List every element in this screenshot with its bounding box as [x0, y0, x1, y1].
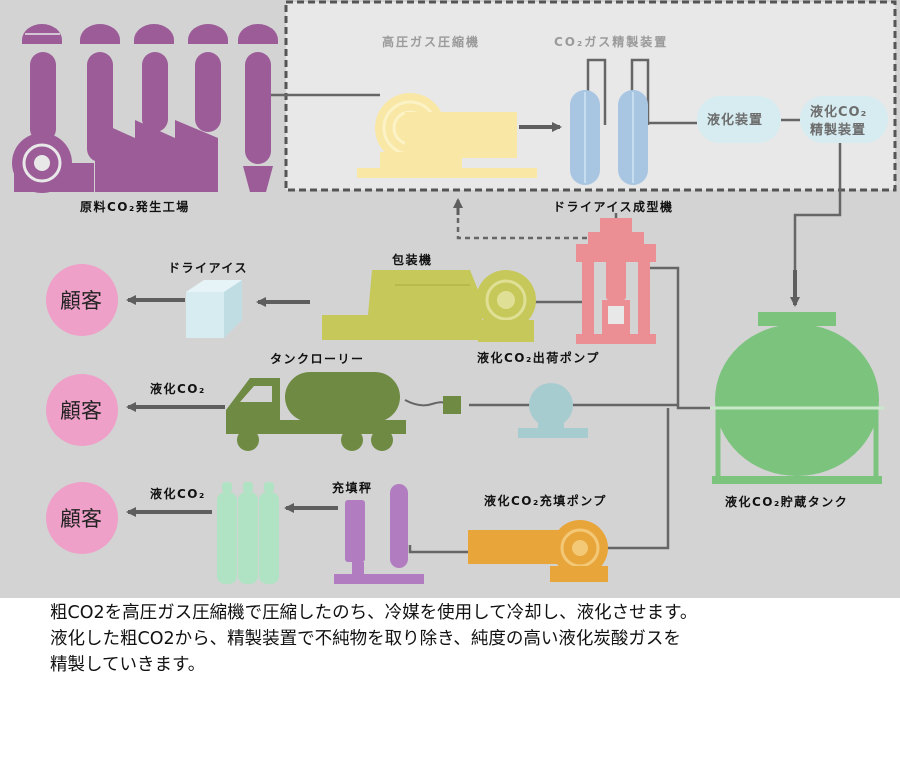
flow-arrows [126, 122, 800, 517]
filling-scale-icon [334, 484, 424, 584]
customer-label-3: 顧客 [60, 507, 102, 531]
liquid-purifier-box [800, 96, 888, 143]
caption-line-2: 液化した粗CO2から、精製装置で不純物を取り除き、純度の高い液化炭酸ガスを [50, 629, 681, 649]
packaging-label: 包装機 [391, 252, 433, 267]
lorry-valve-icon [443, 396, 461, 414]
customer-circle-2: 顧客 [46, 374, 118, 446]
shipping-pump-label: 液化CO₂出荷ポンプ [477, 350, 600, 365]
co2-cylinders-icon [217, 482, 279, 584]
storage-tank-label: 液化CO₂貯蔵タンク [725, 494, 848, 509]
customer-circle-3: 顧客 [46, 482, 118, 554]
dry-ice-press-label: ドライアイス成型機 [553, 199, 674, 214]
co2-purifier-label: CO₂ガス精製装置 [554, 34, 668, 49]
raw-co2-plant-label: 原料CO₂発生工場 [80, 199, 190, 214]
filling-pump-label: 液化CO₂充填ポンプ [484, 493, 607, 508]
liquid-co2-lorry-label: 液化CO₂ [150, 381, 206, 396]
compressor-label: 高圧ガス圧縮機 [382, 34, 480, 49]
liquid-purifier-label-line2: 精製装置 [810, 122, 866, 138]
liquefier-box [697, 96, 781, 143]
dry-ice-label: ドライアイス [168, 261, 248, 275]
tank-lorry-label: タンクローリー [270, 352, 365, 366]
description-caption: 粗CO2を高圧ガス圧縮機で圧縮したのち、冷媒を使用して冷却し、液化させます。 液… [50, 600, 890, 678]
liquid-co2-cylinders-label: 液化CO₂ [150, 486, 206, 501]
customer-label-2: 顧客 [60, 399, 102, 423]
lorry-window-icon [240, 386, 272, 402]
raw-co2-factory-icon [12, 24, 278, 193]
dry-ice-press-icon [576, 218, 656, 344]
caption-line-3: 精製していきます。 [50, 655, 206, 675]
tank-lorry-icon [226, 372, 406, 451]
compressor-icon [357, 93, 537, 178]
shipping-pump-icon [518, 383, 588, 438]
storage-tank-icon [710, 312, 884, 484]
co2-purifier-icon [570, 90, 648, 185]
liquefier-label: 液化装置 [707, 112, 763, 128]
liquid-purifier-label-line1: 液化CO₂ [810, 104, 867, 120]
filling-scale-label: 充填秤 [332, 480, 373, 495]
caption-line-1: 粗CO2を高圧ガス圧縮機で圧縮したのち、冷媒を使用して冷却し、液化させます。 [50, 603, 698, 623]
filling-pump-icon [468, 520, 608, 582]
packaging-machine-icon [322, 270, 536, 342]
press-die-icon [608, 306, 624, 324]
process-flow-diagram: 原料CO₂発生工場 高圧ガス圧縮機 CO₂ガス精製装置 液化装置 液化CO₂ 精… [0, 0, 900, 598]
customer-circle-1: 顧客 [46, 264, 118, 336]
dry-ice-block-icon [186, 280, 242, 338]
customer-label-1: 顧客 [60, 289, 102, 313]
